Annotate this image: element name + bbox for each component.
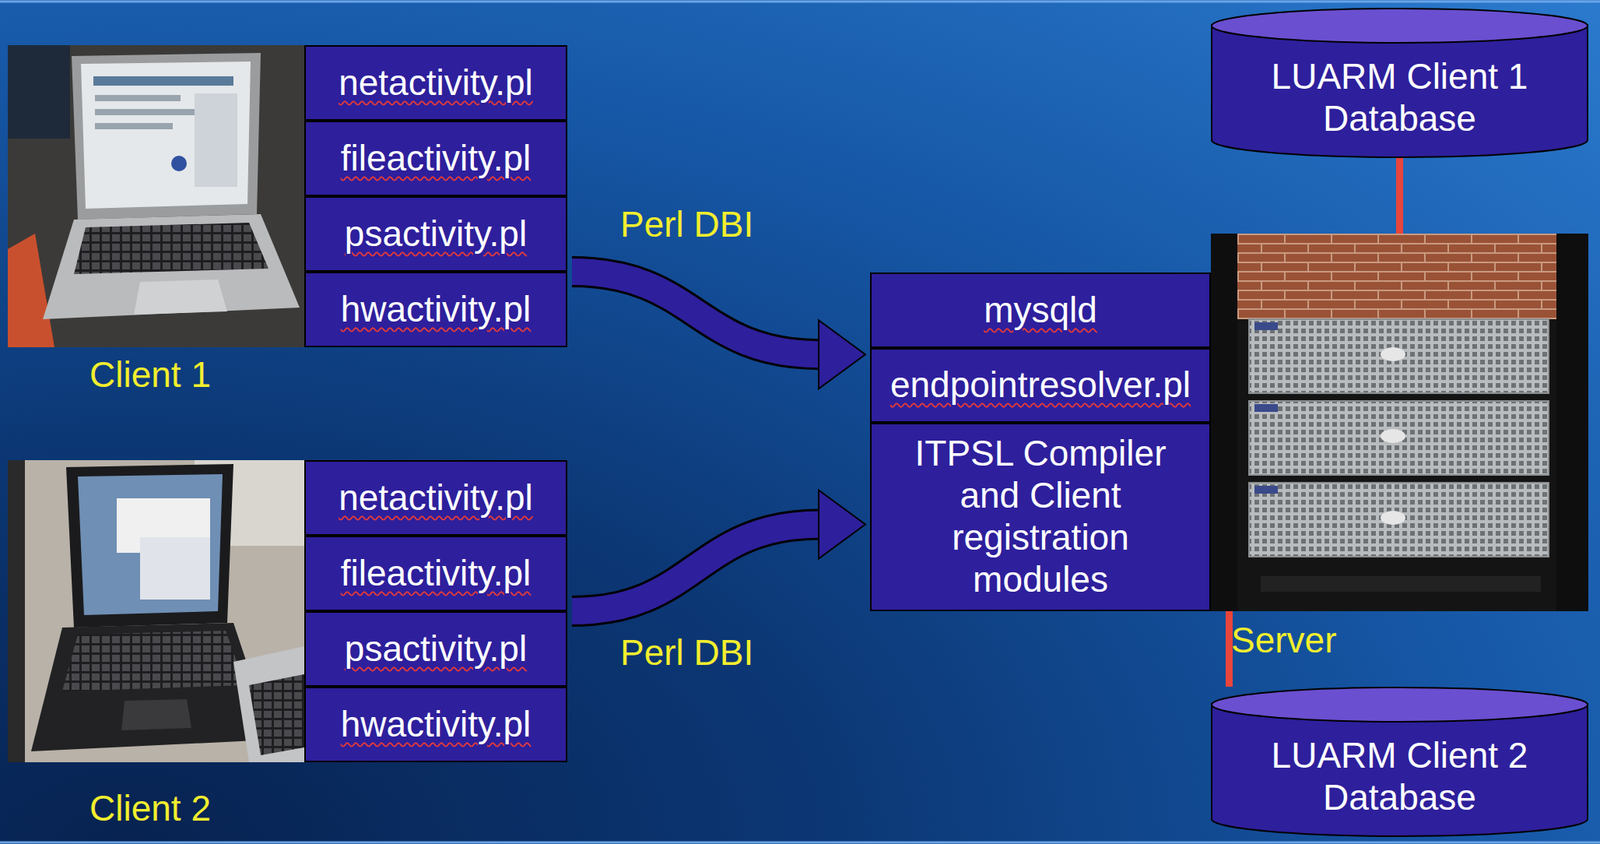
database-cylinder: LUARM Client 1 Database <box>1210 7 1589 158</box>
laptop-lid <box>71 52 261 220</box>
photo-detail <box>233 645 305 762</box>
arrow-body <box>571 523 821 611</box>
screen-detail <box>94 108 197 116</box>
arrow-outline <box>571 523 821 611</box>
device-group: Servermysqldendpointresolver.plITPSL Com… <box>870 233 1589 611</box>
link-line <box>1399 157 1400 234</box>
frame-line <box>0 841 1600 844</box>
device-label: Client 2 <box>89 787 211 829</box>
cylinder-body <box>1211 24 1588 158</box>
laptop-screen <box>80 61 251 209</box>
box-text: fileactivity.pl <box>340 137 532 180</box>
photo-ground <box>7 45 305 348</box>
server-latch <box>1380 347 1406 362</box>
screen-detail <box>94 94 181 102</box>
box-text: psactivity.pl <box>344 628 527 671</box>
device-group: Client 1netactivity.plfileactivity.plpsa… <box>7 45 568 348</box>
laptop-trackpad <box>133 279 228 315</box>
frame-line <box>0 0 1600 4</box>
server-latch <box>1380 428 1406 443</box>
server-latch <box>1380 510 1406 525</box>
device-label: Server <box>1231 619 1337 661</box>
screen-detail <box>93 76 234 86</box>
server-unit <box>1249 319 1549 393</box>
box-text: fileactivity.pl <box>340 552 532 595</box>
box-text: endpointresolver.pl <box>890 364 1191 407</box>
laptop-trackpad <box>121 698 192 730</box>
edge-label: Perl DBI <box>620 631 754 674</box>
database-cylinder: LUARM Client 2 Database <box>1210 686 1589 837</box>
cylinder-top <box>1211 687 1588 722</box>
server-badge <box>1254 485 1278 494</box>
laptop-keyboard <box>62 630 246 692</box>
photo-detail <box>249 673 305 755</box>
screen-detail <box>194 93 238 187</box>
edge-label: Perl DBI <box>620 203 754 246</box>
arrow-body <box>571 271 821 355</box>
rack-shelf <box>1260 575 1541 592</box>
device-label: Client 1 <box>89 354 211 396</box>
laptop-photo <box>7 45 305 348</box>
cylinder-top <box>1211 8 1588 43</box>
server-badge <box>1254 403 1278 412</box>
server-rack-photo <box>1210 233 1589 611</box>
laptop-screen <box>77 473 223 615</box>
laptop-keyboard <box>73 222 269 274</box>
arrow-head <box>818 319 866 389</box>
photo-ground <box>1210 233 1589 611</box>
arrow-outline <box>571 271 821 355</box>
link-line <box>1228 610 1230 687</box>
device-group: Client 2netactivity.plfileactivity.plpsa… <box>7 459 568 762</box>
photo-ground <box>7 459 305 762</box>
arrow-head <box>818 489 866 558</box>
box-text: mysqld <box>983 289 1098 332</box>
script-box: netactivity.pl <box>304 459 568 536</box>
brick-wall <box>1237 233 1557 320</box>
database-label: LUARM Client 2 Database <box>1234 734 1565 819</box>
rack-post <box>1210 233 1238 611</box>
flow-arrow <box>571 271 866 389</box>
flow-arrow <box>571 489 866 611</box>
screen-detail <box>94 122 173 130</box>
box-text: psactivity.pl <box>344 213 527 256</box>
laptop-base <box>31 622 273 751</box>
box-text: hwactivity.pl <box>340 288 532 331</box>
link-line-stroke <box>1396 157 1404 234</box>
script-box: fileactivity.pl <box>304 120 568 197</box>
screen-detail <box>140 536 211 600</box>
server-unit <box>1249 400 1549 475</box>
cylinder-body <box>1211 703 1588 836</box>
script-box: psactivity.pl <box>304 610 568 687</box>
script-box: mysqld <box>870 272 1211 348</box>
script-box: hwactivity.pl <box>304 271 568 348</box>
box-text: ITPSL Compiler and Client registration m… <box>887 432 1194 600</box>
box-text: hwactivity.pl <box>340 703 532 746</box>
photo-detail <box>7 233 55 348</box>
laptop-lid <box>66 463 234 628</box>
box-text: netactivity.pl <box>338 477 534 520</box>
server-unit <box>1249 482 1549 557</box>
script-box: fileactivity.pl <box>304 535 568 611</box>
script-box: hwactivity.pl <box>304 686 568 762</box>
script-box: netactivity.pl <box>304 45 568 121</box>
script-box: ITPSL Compiler and Client registration m… <box>870 422 1211 611</box>
laptop-photo <box>7 459 305 762</box>
photo-detail <box>7 459 25 762</box>
box-text: netactivity.pl <box>338 62 534 105</box>
rack-post <box>1556 233 1589 611</box>
database-label: LUARM Client 1 Database <box>1234 56 1565 141</box>
script-box: psactivity.pl <box>304 196 568 272</box>
laptop-base <box>42 214 300 320</box>
screen-detail <box>171 155 187 172</box>
photo-detail <box>7 45 71 139</box>
server-badge <box>1254 322 1278 330</box>
script-box: endpointresolver.pl <box>870 347 1211 423</box>
